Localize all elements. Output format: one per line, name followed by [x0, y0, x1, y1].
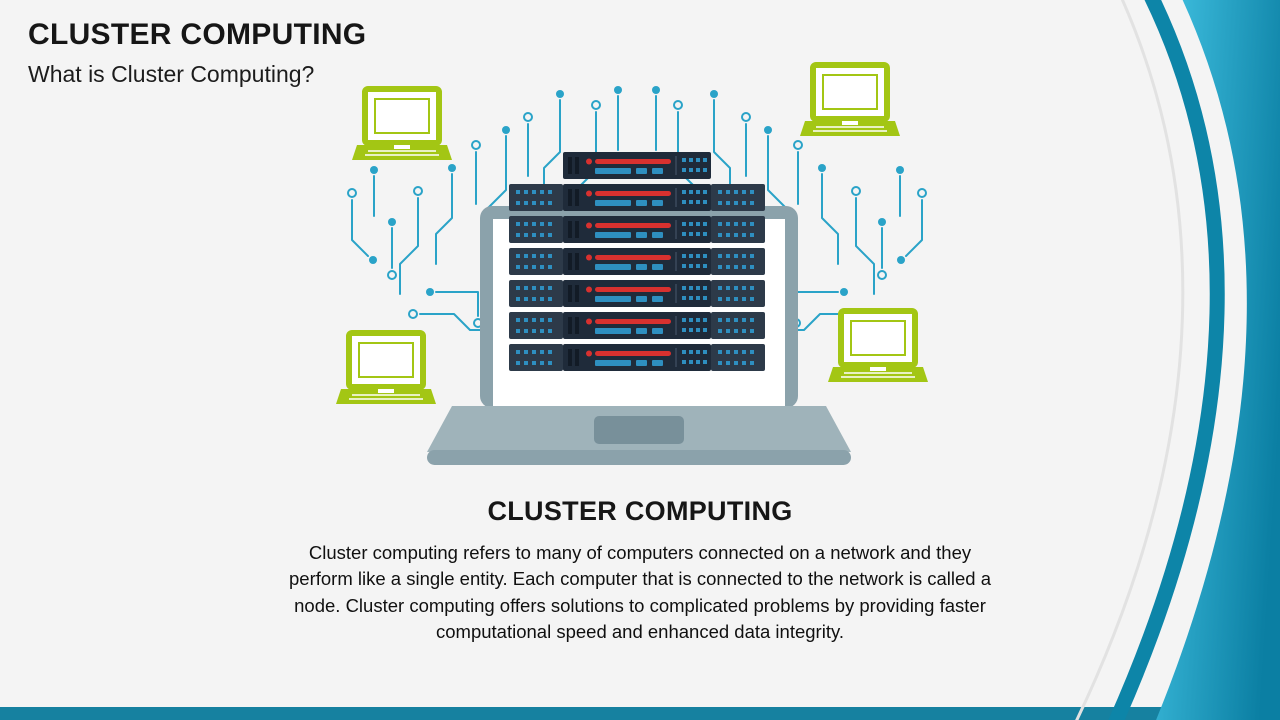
bottom-accent-bar [0, 707, 1280, 720]
server-unit [711, 216, 765, 243]
client-laptop-icon-top-left [352, 89, 452, 160]
client-laptop-icon-mid-right [828, 311, 928, 382]
server-unit [509, 184, 563, 211]
caption-heading: CLUSTER COMPUTING [487, 496, 793, 526]
server-unit [562, 247, 712, 276]
server-unit [509, 312, 563, 339]
server-unit [509, 280, 563, 307]
server-unit [562, 215, 712, 244]
caption-paragraph: Cluster computing refers to many of comp… [289, 542, 991, 642]
server-unit [509, 248, 563, 275]
server-unit [562, 343, 712, 372]
server-unit [711, 248, 765, 275]
client-laptop-icon-mid-left [336, 333, 436, 404]
server-unit [509, 216, 563, 243]
server-unit [562, 311, 712, 340]
server-unit [562, 279, 712, 308]
server-stack-icon [509, 151, 765, 372]
server-unit [711, 184, 765, 211]
slide-subtitle: What is Cluster Computing? [28, 61, 315, 87]
client-laptop-icon-top-right [800, 65, 900, 136]
server-unit [711, 280, 765, 307]
server-unit [711, 312, 765, 339]
slide-title: CLUSTER COMPUTING [28, 18, 367, 51]
server-unit [711, 344, 765, 371]
server-unit [509, 344, 563, 371]
caption-block: CLUSTER COMPUTING Cluster computing refe… [0, 496, 1280, 645]
server-unit [562, 151, 712, 180]
server-unit [562, 183, 712, 212]
slide-header: CLUSTER COMPUTING What is Cluster Comput… [28, 18, 366, 88]
